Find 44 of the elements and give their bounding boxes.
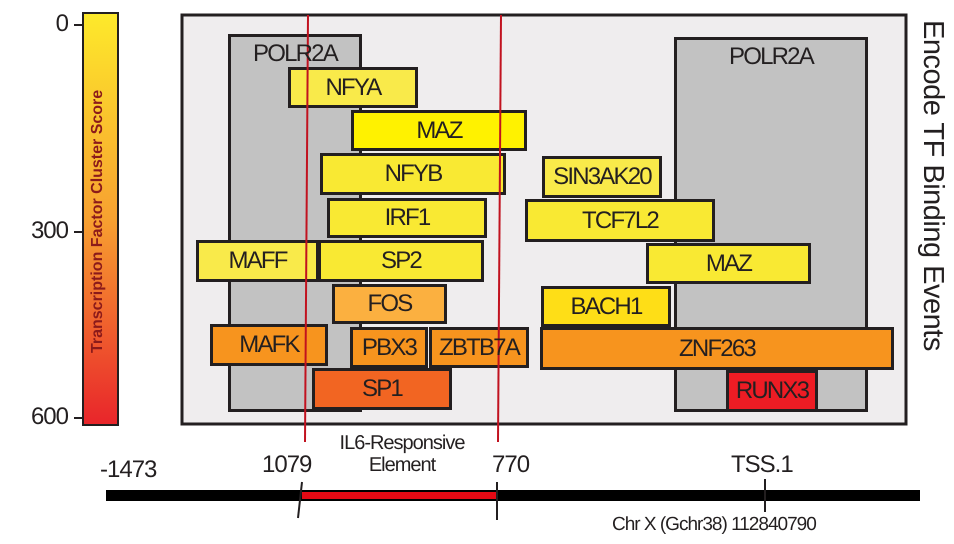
factor-label: RUNX3 [736,378,808,404]
factor-label: POLR2A [729,44,813,70]
binding-box [196,240,319,282]
position-label: -1473 [100,456,156,484]
binding-box [318,240,484,282]
binding-box [646,243,811,284]
scale-tick-label: 600 [30,403,68,431]
factor-label: MAZ [706,250,752,276]
factor-label: SIN3AK20 [553,164,651,190]
binding-box [540,327,894,370]
binding-box [525,199,715,242]
factor-label: TCF7L2 [582,208,658,234]
position-label: TSS.1 [731,451,793,479]
binding-box [312,368,452,410]
scale-tick-label: 0 [56,10,68,38]
factor-label: NFYB [384,161,442,187]
factor-label: MAFF [228,248,287,274]
factor-label: ZNF263 [679,336,755,362]
factor-label: NFYA [325,74,381,100]
factor-label: SP2 [381,248,421,274]
factor-label: MAFK [239,332,299,358]
scale-tick-label: 300 [30,217,68,245]
binding-box [210,324,328,366]
region-label: IL6-Responsive Element [338,432,466,476]
coordinate-label: Chr X (Gchr38) 112840790 [612,514,816,536]
position-label: 770 [492,451,530,479]
factor-label: SP1 [362,376,402,402]
binding-box [350,327,428,368]
scale-title: Transcription Factor Cluster Score [89,88,107,355]
binding-box [320,153,506,195]
binding-box [542,156,662,198]
track-title: Encode TF Binding Events [916,20,949,351]
position-label: 1079 [262,451,312,479]
factor-label: FOS [368,291,412,317]
factor-label: BACH1 [570,294,642,320]
factor-label: PBX3 [362,334,416,360]
binding-box [541,286,671,327]
binding-box [327,198,487,238]
binding-box [288,67,418,108]
binding-box [351,110,527,151]
binding-box [332,284,447,324]
binding-box [726,370,818,412]
factor-label: IRF1 [384,205,430,231]
factor-label: MAZ [416,118,462,144]
